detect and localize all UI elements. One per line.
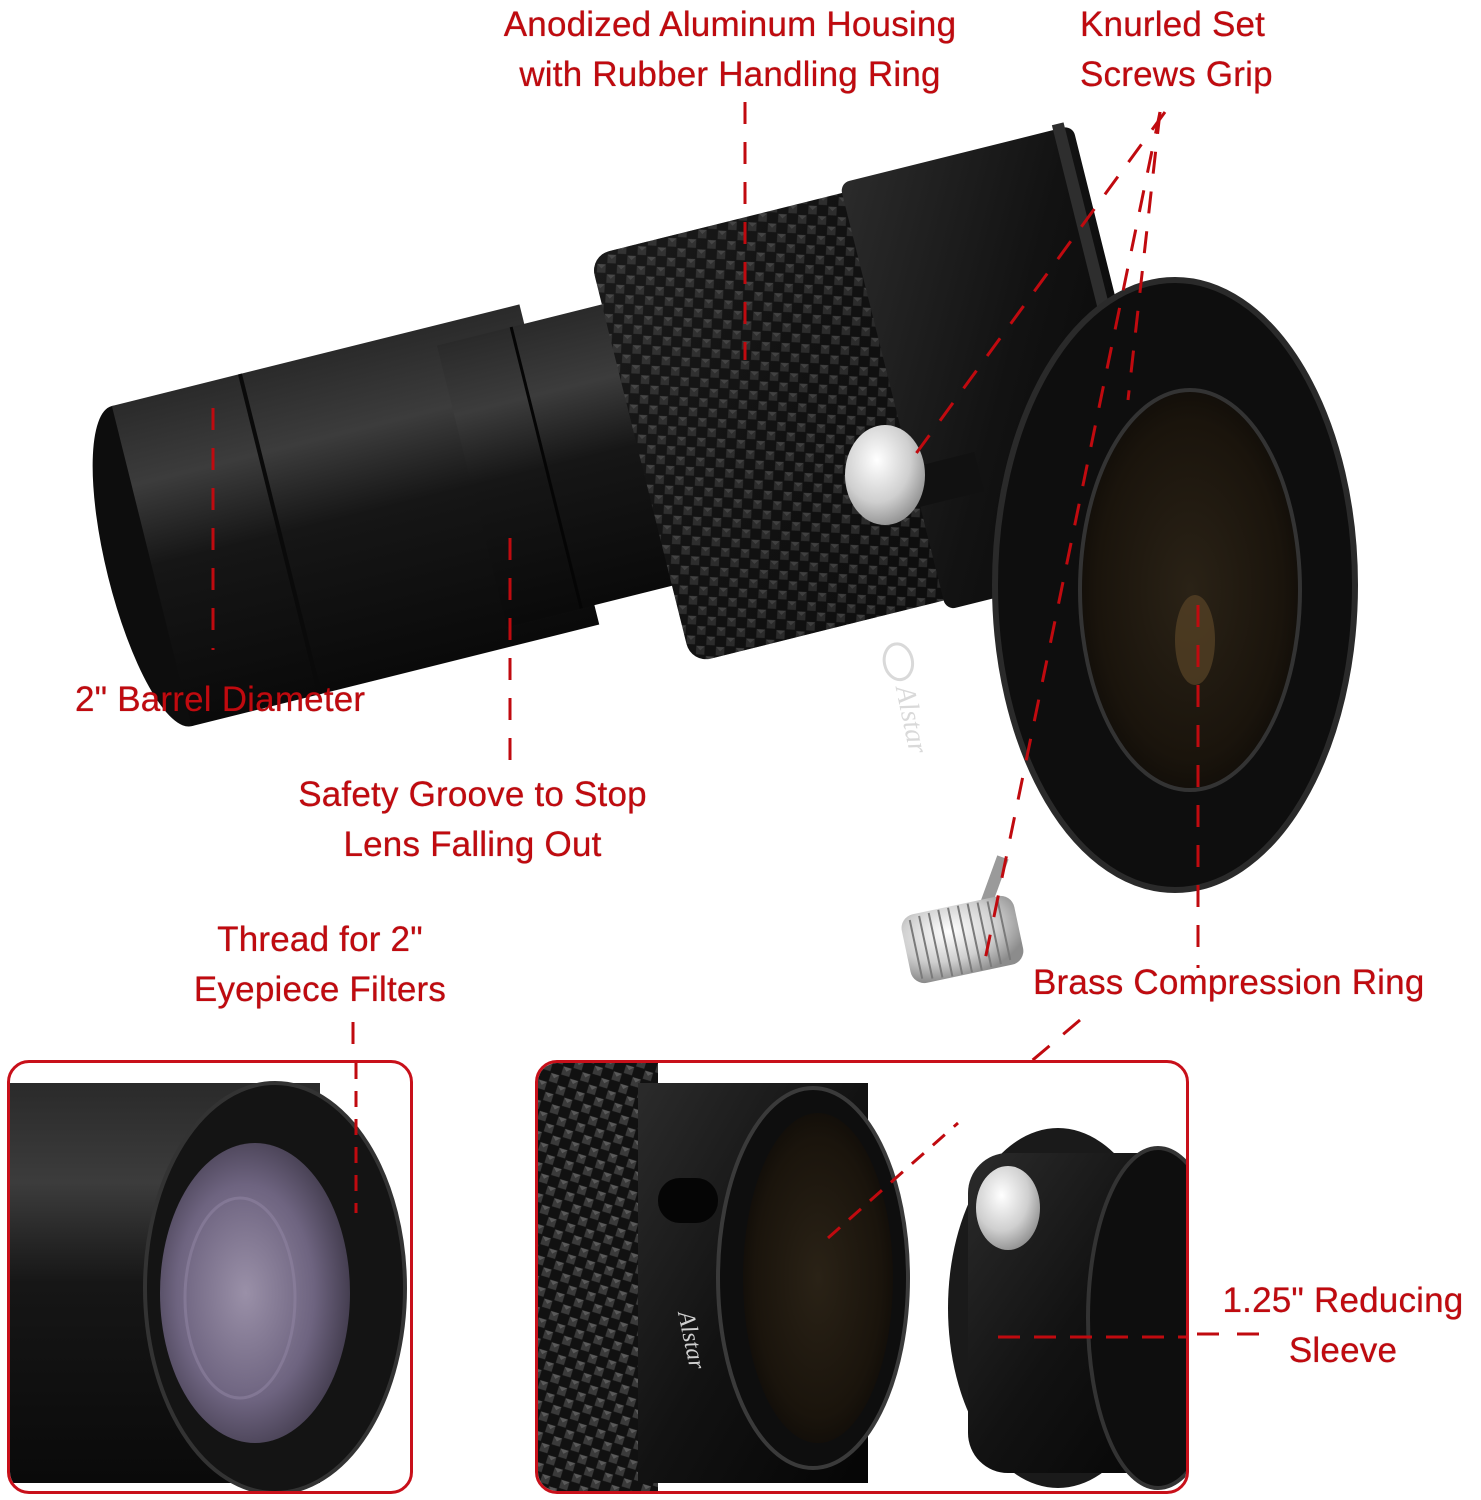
callout-housing-label: Anodized Aluminum Housing with Rubber Ha…	[503, 5, 957, 94]
callout-barrel-label: 2" Barrel Diameter	[75, 680, 366, 719]
rear-barrel	[92, 297, 702, 727]
leader-knurled-a	[913, 111, 1167, 456]
callout-thread-label: Thread for 2" Eyepiece Filters	[193, 920, 447, 1009]
alstar-logo: Alstar	[882, 642, 933, 756]
front-face	[992, 277, 1358, 893]
svg-text:Alstar: Alstar	[888, 681, 933, 756]
callout-brass-label: Brass Compression Ring	[1033, 963, 1425, 1002]
inset-thread-detail	[7, 1060, 413, 1494]
set-screw-lower	[901, 855, 1024, 984]
callout-groove-label: Safety Groove to Stop Lens Falling Out	[298, 775, 647, 864]
callout-knurled-label: Knurled Set Screws Grip	[1080, 5, 1273, 94]
compression-ring-illustration: Alstar	[538, 1063, 1186, 1491]
lens-end-illustration	[10, 1063, 407, 1491]
leader-knurled-b	[1126, 111, 1162, 401]
set-screw-upper	[845, 425, 984, 525]
inset-compression-ring-detail: Alstar	[535, 1060, 1189, 1494]
leader-knurled-c	[983, 111, 1162, 961]
callout-sleeve-label: 1.25" Reducing Sleeve	[1222, 1281, 1464, 1370]
